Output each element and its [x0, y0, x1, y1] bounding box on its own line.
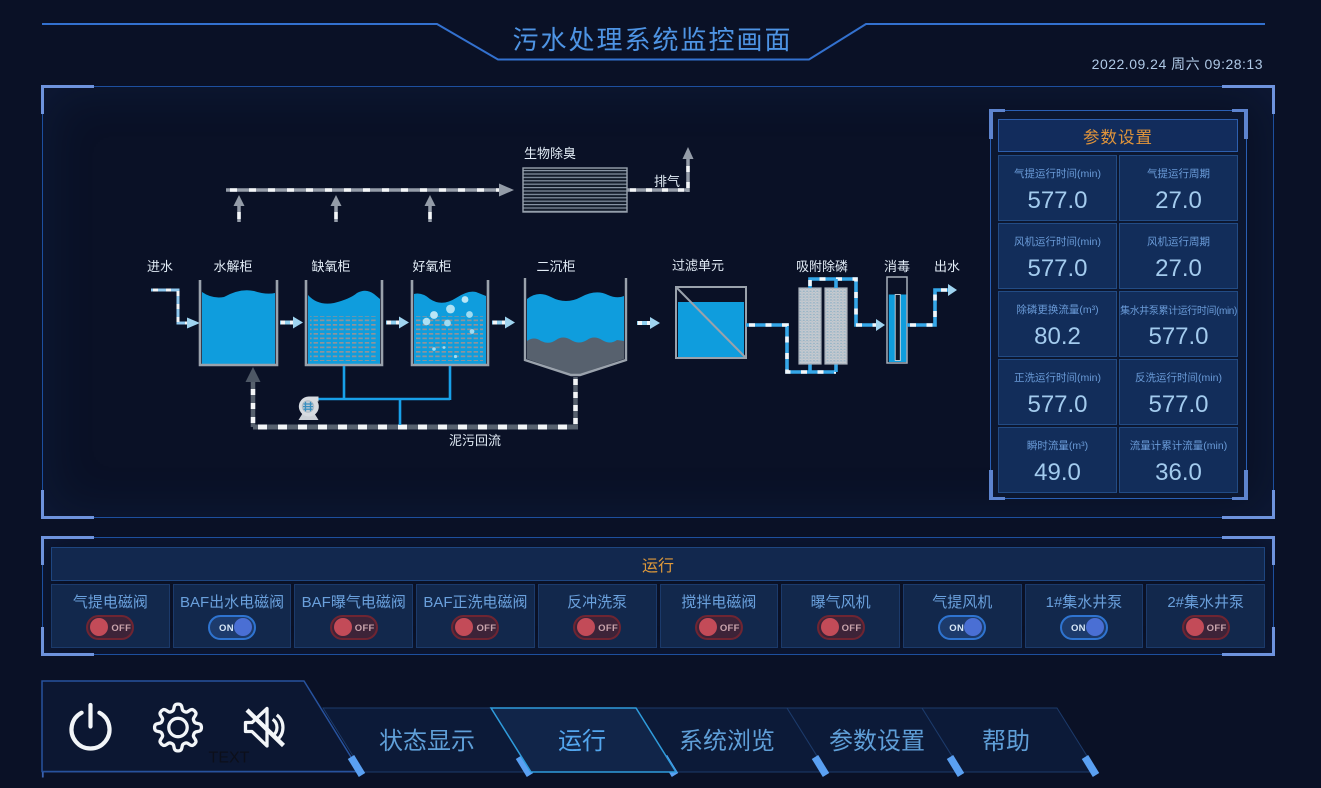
svg-text:水解柜: 水解柜: [213, 259, 252, 274]
svg-text:二沉柜: 二沉柜: [536, 259, 575, 274]
svg-text:消毒: 消毒: [884, 259, 910, 274]
svg-text:吸附除磷: 吸附除磷: [796, 259, 848, 274]
svg-text:缺氧柜: 缺氧柜: [311, 259, 350, 274]
svg-text:系统浏览: 系统浏览: [679, 728, 775, 755]
svg-text:生物除臭: 生物除臭: [524, 146, 576, 161]
svg-text:运行: 运行: [558, 728, 606, 755]
svg-text:TEXT: TEXT: [209, 750, 250, 767]
svg-text:排气: 排气: [654, 174, 680, 189]
svg-text:过滤单元: 过滤单元: [672, 258, 724, 273]
svg-text:帮助: 帮助: [982, 728, 1030, 755]
svg-text:进水: 进水: [147, 259, 173, 274]
svg-text:泥污回流: 泥污回流: [449, 433, 501, 448]
svg-text:好氧柜: 好氧柜: [412, 259, 451, 274]
svg-text:参数设置: 参数设置: [829, 728, 925, 755]
svg-text:出水: 出水: [934, 259, 960, 274]
svg-text:状态显示: 状态显示: [379, 728, 475, 755]
